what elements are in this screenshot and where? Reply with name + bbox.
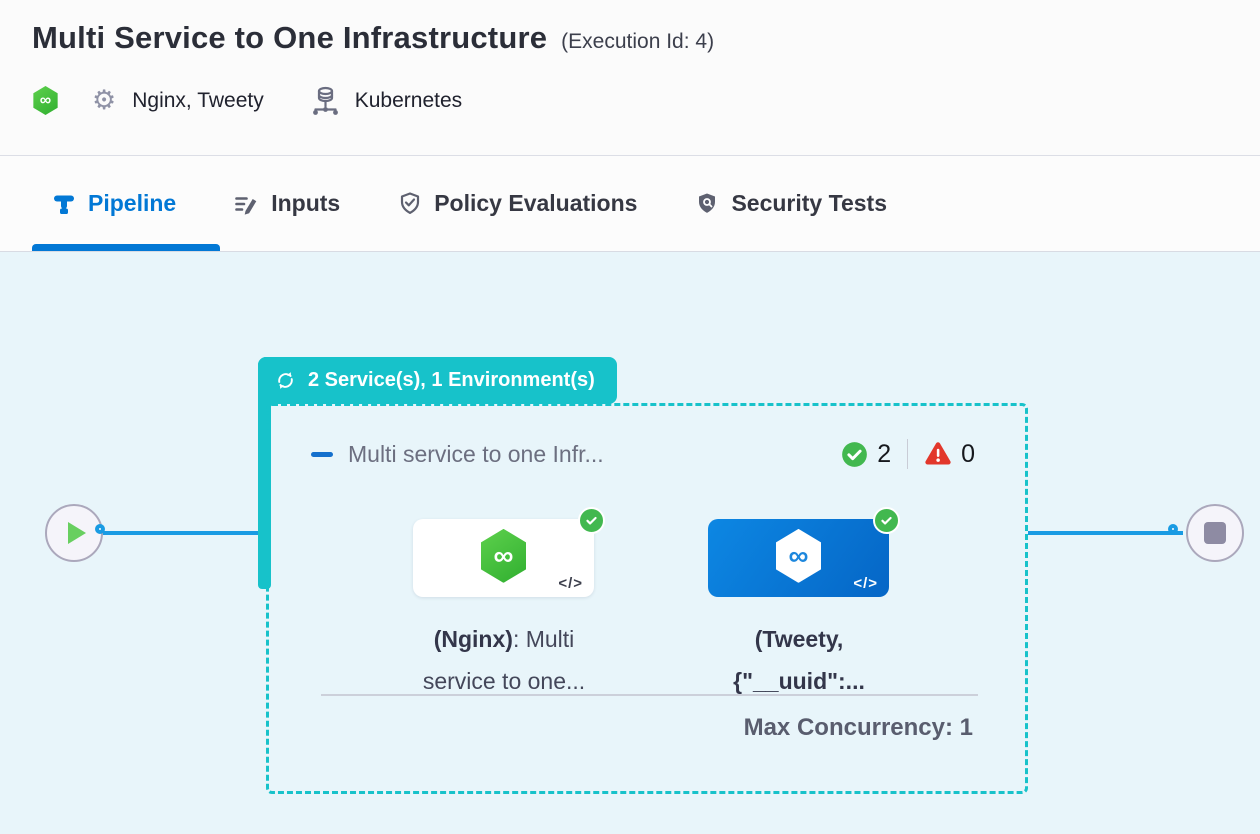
harness-service-icon: ∞ [481, 528, 526, 583]
tab-inputs[interactable]: Inputs [234, 190, 340, 217]
error-count: 0 [961, 439, 975, 468]
stage-group-header: Multi service to one Infr... 2 [269, 439, 1025, 469]
stage-badge-label: 2 Service(s), 1 Environment(s) [308, 369, 595, 391]
start-node-port [95, 524, 105, 534]
service-label-tweety: (Tweety, {"__uuid":... [719, 618, 879, 702]
harness-service-icon: ∞ [776, 528, 821, 583]
tab-security-tests-label: Security Tests [731, 190, 887, 216]
stage-footer-divider [321, 694, 978, 696]
service-name-bold: (Nginx) [433, 626, 513, 652]
connector-line-right [1028, 531, 1183, 535]
end-node-port [1168, 524, 1178, 534]
tab-security-tests[interactable]: Security Tests [695, 190, 887, 217]
loop-icon [274, 369, 297, 392]
max-concurrency-label: Max Concurrency: 1 [743, 714, 973, 741]
tab-bar: Pipeline Inputs Policy Evaluations [0, 156, 1260, 252]
tab-policy-evaluations[interactable]: Policy Evaluations [398, 190, 637, 217]
collapse-stage-button[interactable] [311, 451, 333, 457]
pipeline-icon [52, 192, 76, 216]
success-check-icon [841, 441, 868, 468]
tab-policy-evaluations-label: Policy Evaluations [434, 190, 638, 216]
harness-logo-icon: ∞ [33, 86, 58, 115]
policy-shield-check-icon [398, 191, 422, 216]
service-name-rest: : Multi service to one... [422, 626, 586, 694]
service-card-nginx[interactable]: ∞ </> [413, 507, 605, 597]
gear-icon: ⚙ [92, 85, 117, 115]
inputs-icon [234, 192, 259, 216]
pipeline-start-node [45, 504, 103, 562]
active-tab-underline [32, 244, 220, 251]
service-label-nginx: (Nginx): Multi service to one... [398, 618, 610, 702]
play-icon [67, 522, 86, 544]
error-warning-icon [924, 441, 952, 467]
service-card-tweety[interactable]: ∞ </> [708, 507, 900, 597]
code-icon: </> [853, 575, 878, 592]
services-label: Nginx, Tweety [132, 88, 264, 112]
security-shield-icon [695, 191, 719, 216]
tab-pipeline-label: Pipeline [88, 190, 177, 216]
status-divider [907, 439, 909, 469]
success-check-badge [873, 507, 900, 534]
tab-pipeline[interactable]: Pipeline [52, 190, 176, 217]
service-name-bold: (Tweety, {"__uuid":... [733, 626, 865, 694]
infrastructure-label: Kubernetes [354, 88, 463, 112]
tab-inputs-label: Inputs [271, 190, 341, 216]
pipeline-canvas[interactable]: 2 Service(s), 1 Environment(s) Multi ser… [0, 252, 1260, 834]
execution-id: (Execution Id: 4) [561, 30, 715, 53]
page-header: Multi Service to One Infrastructure (Exe… [0, 0, 1260, 156]
execution-meta-row: ∞ ⚙ Nginx, Tweety Kubernetes [32, 86, 1228, 115]
connector-line-left [100, 531, 266, 535]
kubernetes-icon [312, 86, 339, 115]
pipeline-end-node [1186, 504, 1244, 562]
title-row: Multi Service to One Infrastructure (Exe… [32, 20, 1228, 56]
stop-icon [1204, 522, 1226, 544]
stage-group-box: Multi service to one Infr... 2 [266, 403, 1028, 794]
success-count: 2 [877, 439, 892, 468]
page-title: Multi Service to One Infrastructure [32, 20, 548, 55]
code-icon: </> [558, 575, 583, 592]
success-check-badge [578, 507, 605, 534]
stage-group-badge[interactable]: 2 Service(s), 1 Environment(s) [258, 357, 617, 404]
stage-group-title: Multi service to one Infr... [348, 440, 604, 467]
